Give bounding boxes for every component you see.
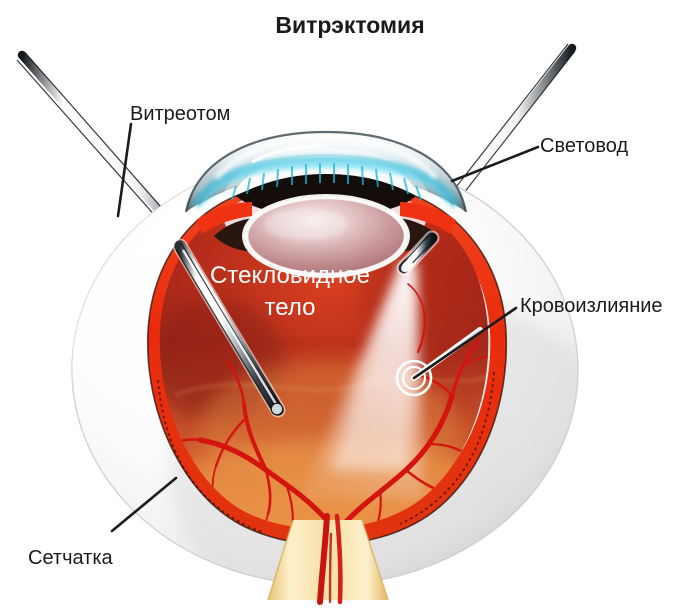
leader-line-lightguide <box>450 145 540 183</box>
anterior-segment <box>184 130 468 278</box>
vitreous-body-line-1: Стекловидное <box>210 262 370 289</box>
leader-line-vitreotome <box>116 122 133 218</box>
optic-nerve <box>267 513 389 605</box>
lens <box>242 194 410 278</box>
light-beam-cone <box>300 262 424 500</box>
label-retina: Сетчатка <box>28 547 114 569</box>
label-hemorrhage: Кровоизлияние <box>520 295 663 317</box>
page-title: Витрэктомия <box>275 12 424 38</box>
vitreotome-probe <box>172 238 286 418</box>
label-vitreotome: Витреотом <box>130 103 230 125</box>
label-light-guide: Световод <box>540 135 628 157</box>
leader-line-retina <box>110 476 178 533</box>
vitreous-body-caption: Стекловидное тело <box>210 262 370 321</box>
cornea <box>184 130 468 213</box>
vitreous-cavity <box>159 192 489 529</box>
lightguide-probe <box>396 230 440 276</box>
vitreous-body-line-2: тело <box>265 294 316 321</box>
leader-line-hemorrhage <box>412 306 518 380</box>
